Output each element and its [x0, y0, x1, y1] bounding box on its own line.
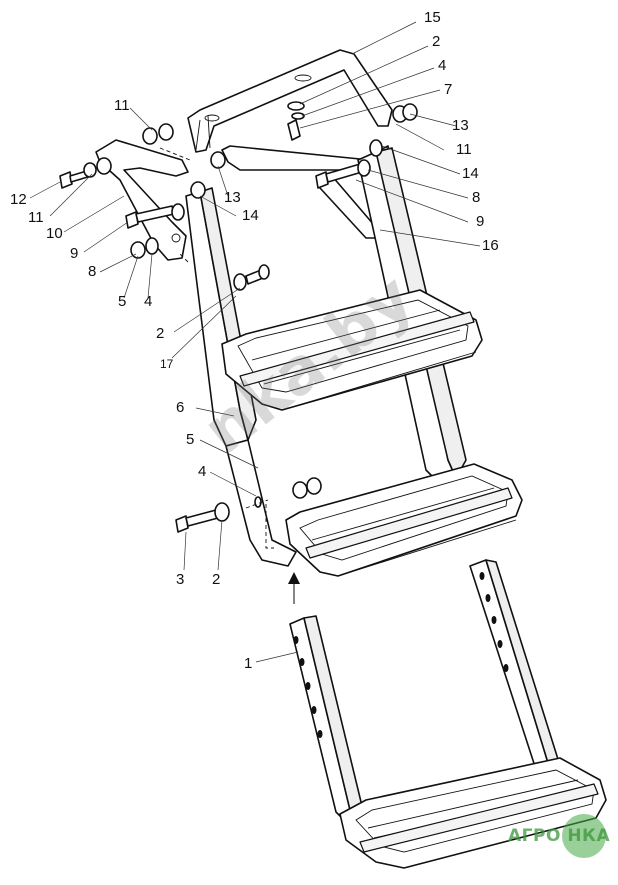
- callout-4: 4: [438, 57, 447, 74]
- callout-8: 8: [472, 189, 481, 206]
- rail-holes: [293, 572, 509, 738]
- callout-13: 13: [452, 117, 469, 134]
- callout-12: 12: [10, 191, 27, 208]
- callout-2: 2: [212, 571, 221, 588]
- brace-bar: [221, 145, 381, 239]
- leader-lines: [29, 21, 481, 663]
- callout-8: 8: [88, 263, 97, 280]
- callout-3: 3: [176, 571, 185, 588]
- callout-11: 11: [114, 97, 130, 114]
- logo-circle-icon: [562, 814, 606, 858]
- callout-14: 14: [242, 207, 259, 224]
- callout-2: 2: [156, 325, 165, 342]
- assembly-guides: [159, 147, 300, 604]
- callout-1: 1: [244, 655, 253, 672]
- callout-10: 10: [46, 225, 63, 242]
- top-bracket: [187, 49, 393, 153]
- callout-17: 17: [160, 357, 174, 371]
- callout-4: 4: [144, 293, 153, 310]
- callout-13: 13: [224, 189, 241, 206]
- lower-step: [285, 463, 523, 577]
- callout-11: 11: [28, 209, 44, 226]
- callout-2: 2: [432, 33, 441, 50]
- bottom-ladder: [289, 559, 607, 869]
- callout-16: 16: [482, 237, 499, 254]
- callout-7: 7: [444, 81, 453, 98]
- fasteners: [59, 101, 418, 533]
- callout-9: 9: [476, 213, 485, 230]
- callout-9: 9: [70, 245, 79, 262]
- callout-5: 5: [186, 431, 195, 448]
- callout-5: 5: [118, 293, 127, 310]
- side-bracket: [95, 139, 189, 261]
- watermark-logo: АГРО НКА: [508, 814, 614, 858]
- callout-15: 15: [424, 9, 441, 26]
- callout-4: 4: [198, 463, 207, 480]
- callout-11: 11: [456, 141, 472, 158]
- callout-6: 6: [176, 399, 185, 416]
- callout-14: 14: [462, 165, 479, 182]
- watermark-logo-text: АГРО НКА: [508, 826, 611, 846]
- upper-step: [221, 289, 483, 411]
